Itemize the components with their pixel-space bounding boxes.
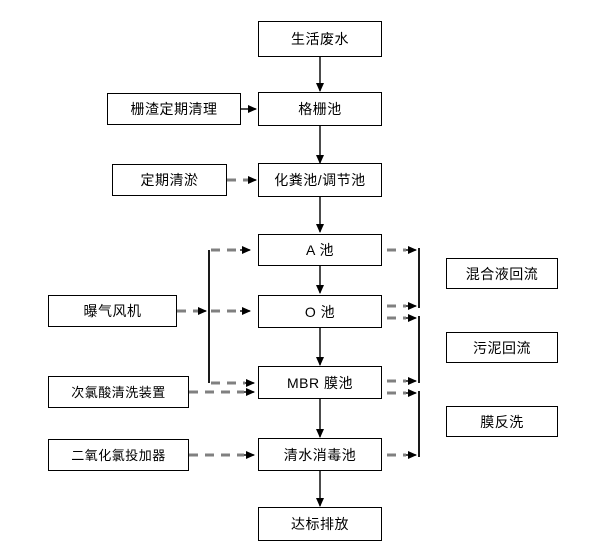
node-label: 次氯酸清洗装置 [71, 384, 166, 400]
node-compliant-discharge[interactable]: 达标排放 [258, 507, 382, 541]
output-connector-mixed-liquor [387, 246, 420, 310]
node-label: 生活废水 [291, 31, 349, 47]
node-a-tank[interactable]: A 池 [258, 234, 382, 266]
node-label: 格栅池 [298, 101, 342, 117]
node-label: 污泥回流 [473, 339, 531, 356]
node-chlorine-dioxide-doser[interactable]: 二氧化氯投加器 [48, 439, 189, 471]
node-label: O 池 [304, 303, 336, 320]
node-label: 曝气风机 [83, 303, 142, 319]
node-o-tank[interactable]: O 池 [258, 295, 382, 328]
node-clean-water-disinfection-tank[interactable]: 清水消毒池 [258, 438, 382, 471]
node-label: 膜反洗 [480, 413, 524, 430]
node-label: MBR 膜池 [287, 374, 353, 391]
node-grit-regular-cleaning[interactable]: 栅渣定期清理 [107, 93, 241, 125]
node-label: 定期清淤 [140, 172, 199, 188]
output-connector-sludge-return [387, 314, 420, 385]
node-membrane-backwash[interactable]: 膜反洗 [446, 406, 558, 437]
node-regular-desilting[interactable]: 定期清淤 [112, 164, 227, 196]
node-grille-tank[interactable]: 格栅池 [258, 92, 382, 126]
output-connector-membrane-backwash [387, 389, 420, 459]
node-label: 清水消毒池 [283, 446, 357, 463]
input-connector-blower [177, 246, 255, 387]
node-hypochlorous-acid-cleaning-device[interactable]: 次氯酸清洗装置 [48, 376, 189, 408]
node-mbr-membrane-tank[interactable]: MBR 膜池 [258, 366, 382, 399]
node-label: 达标排放 [291, 516, 349, 532]
node-label: 化粪池/调节池 [274, 172, 366, 188]
node-label: A 池 [306, 242, 334, 258]
node-mixed-liquor-return[interactable]: 混合液回流 [446, 258, 558, 289]
node-domestic-wastewater[interactable]: 生活废水 [258, 21, 382, 57]
node-sludge-return[interactable]: 污泥回流 [446, 332, 558, 363]
node-aeration-blower[interactable]: 曝气风机 [48, 295, 177, 327]
node-label: 二氧化氯投加器 [71, 447, 166, 463]
node-label: 栅渣定期清理 [130, 101, 218, 117]
node-septic-regulation-tank[interactable]: 化粪池/调节池 [258, 163, 382, 197]
node-label: 混合液回流 [465, 265, 539, 282]
